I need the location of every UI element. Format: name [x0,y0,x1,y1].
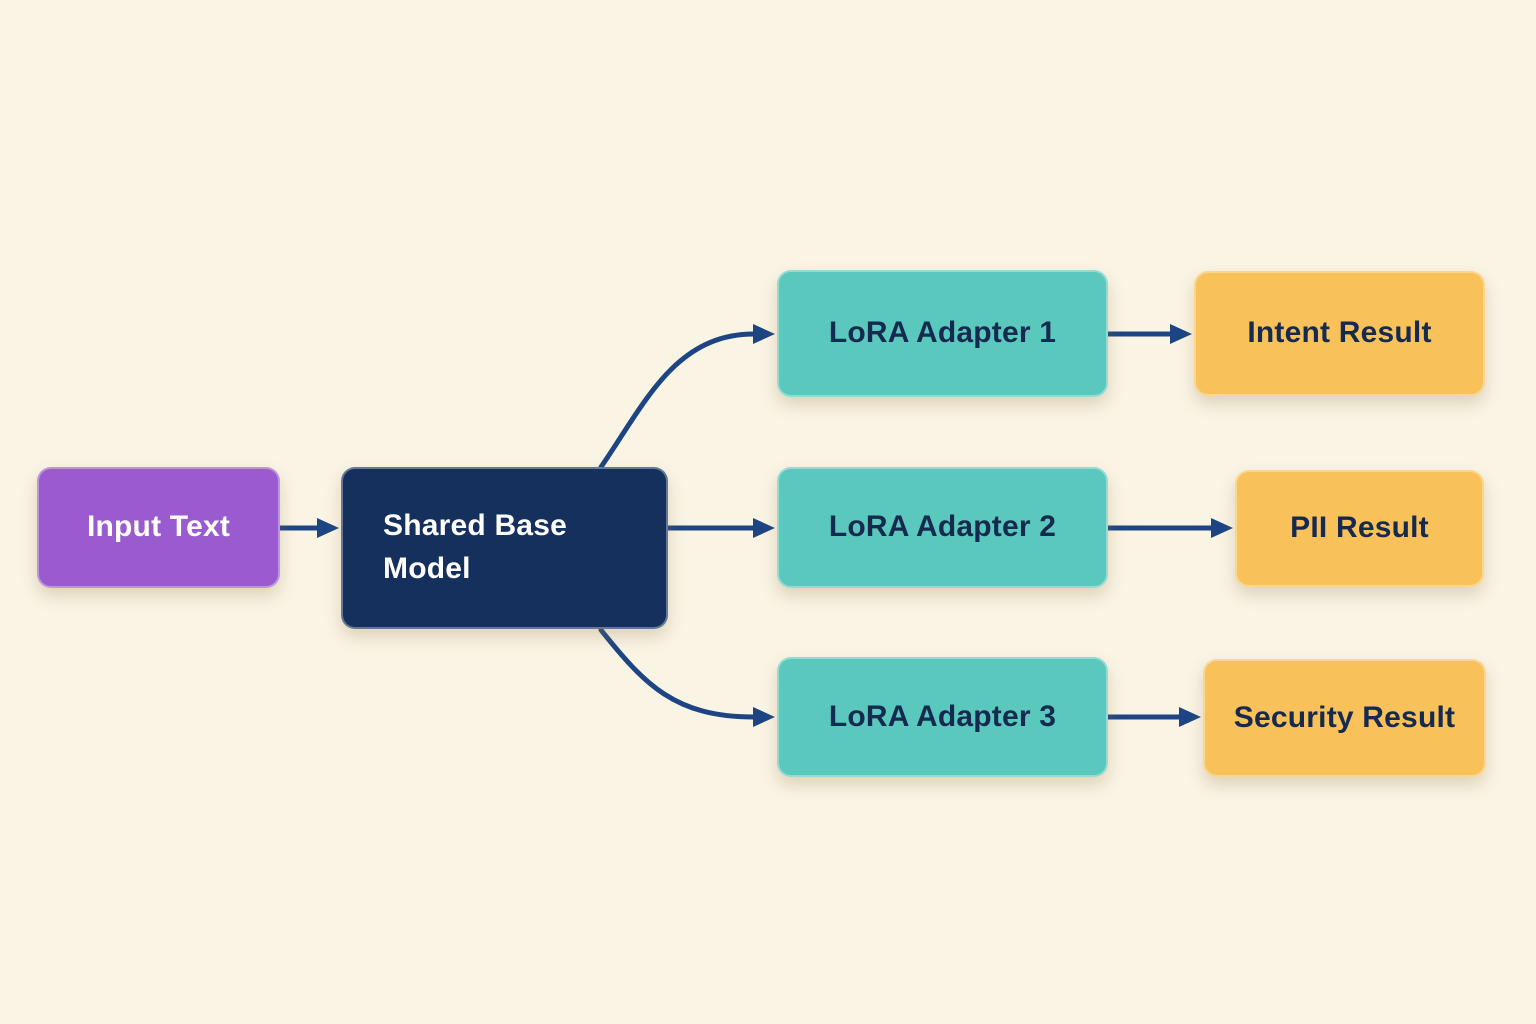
node-security-result: Security Result [1203,659,1486,777]
arrow-base-to-adapter3 [598,627,775,727]
node-intent-result: Intent Result [1194,271,1485,396]
node-pii-result-label: PII Result [1290,511,1429,545]
node-lora-adapter-2: LoRA Adapter 2 [777,467,1108,588]
node-lora-adapter-1: LoRA Adapter 1 [777,270,1108,397]
node-pii-result: PII Result [1235,470,1484,587]
node-input-text-label: Input Text [86,510,231,544]
node-shared-base-model: Shared Base Model [341,467,668,629]
node-intent-result-label: Intent Result [1247,316,1432,350]
arrow-base-to-adapter1 [598,324,775,470]
node-shared-base-model-label: Shared Base Model [383,509,567,585]
node-lora-adapter-2-label: LoRA Adapter 2 [828,510,1057,544]
node-lora-adapter-1-label: LoRA Adapter 1 [828,316,1057,350]
node-lora-adapter-3-label: LoRA Adapter 3 [828,699,1057,733]
node-security-result-label: Security Result [1233,700,1456,734]
node-input-text: Input Text [37,467,280,588]
node-lora-adapter-3: LoRA Adapter 3 [777,657,1108,777]
